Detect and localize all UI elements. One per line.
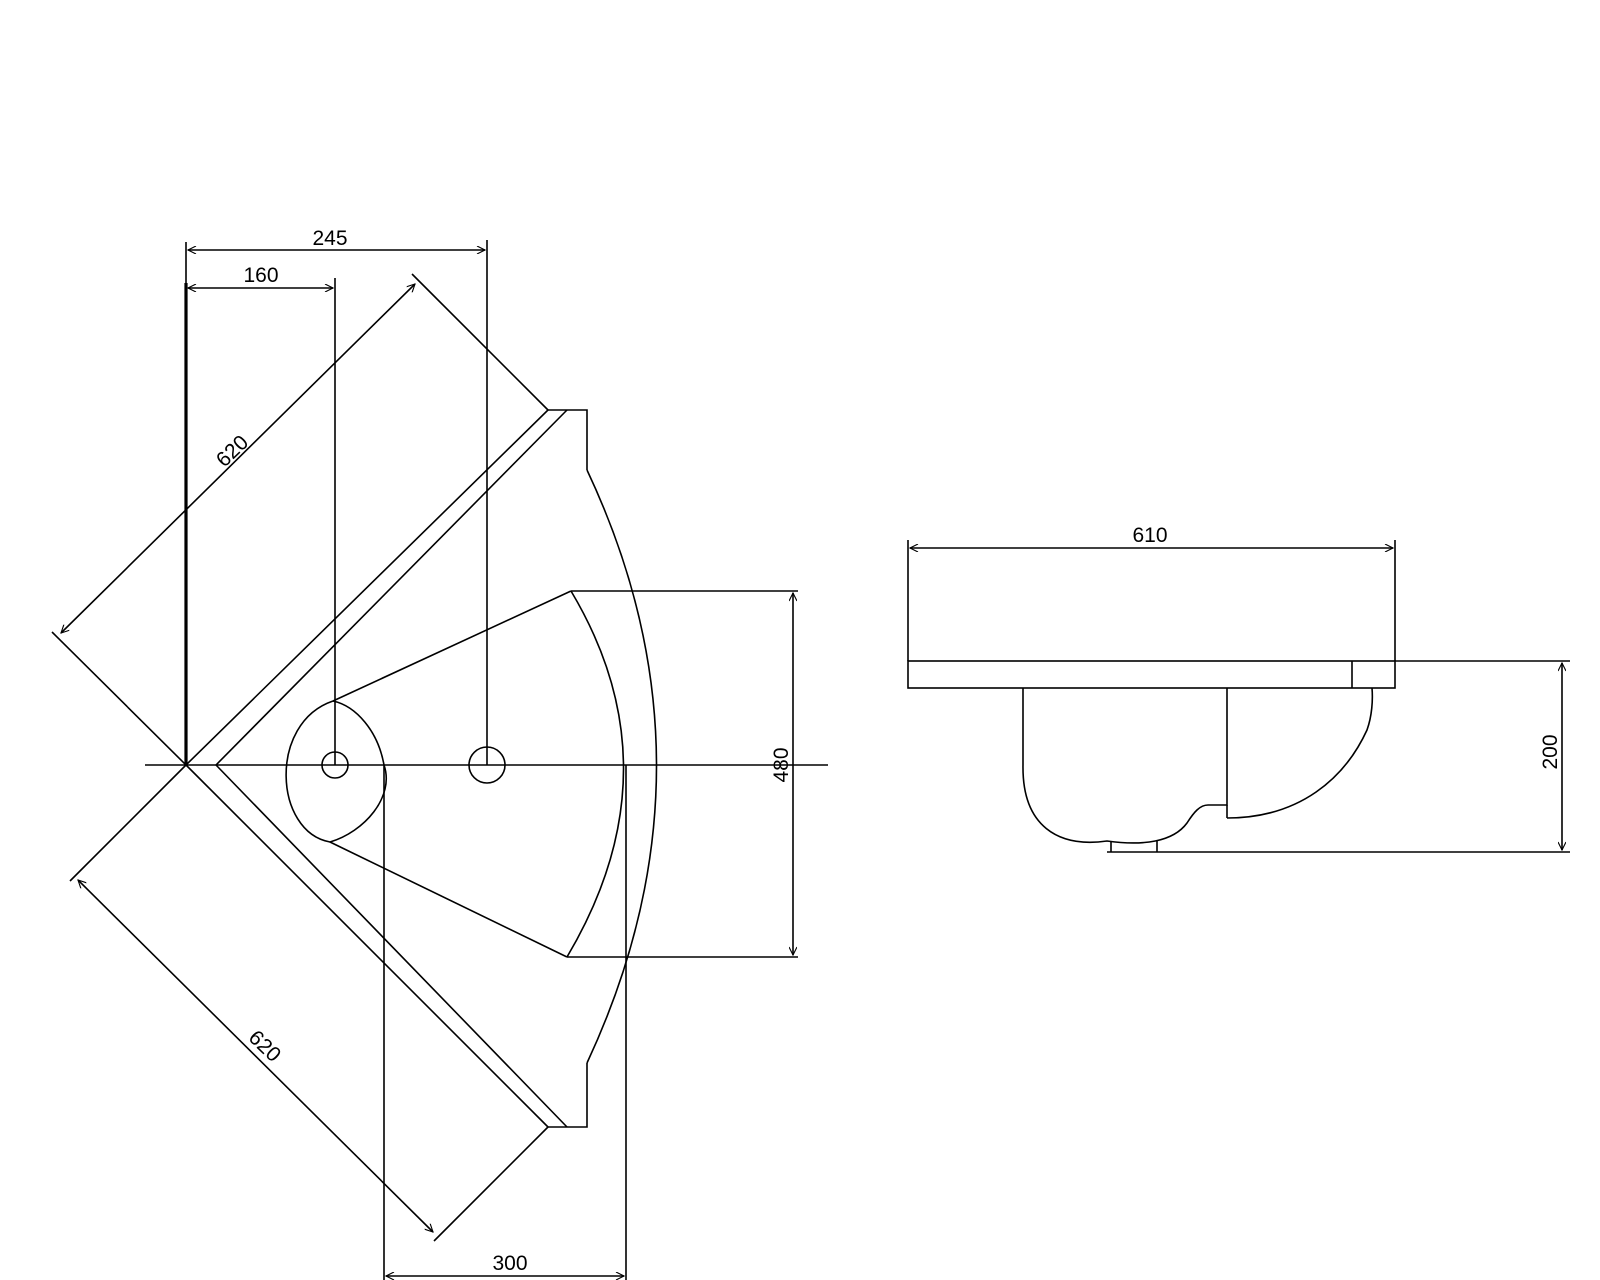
bowl-body-left xyxy=(1022,688,1228,844)
dim-160-label: 160 xyxy=(243,264,278,287)
side-view: 610 200 xyxy=(907,524,1570,853)
basin-top-slab xyxy=(907,660,1396,689)
dim-620-upper-ext-a xyxy=(51,631,187,766)
rim-edge-lower xyxy=(215,764,568,1128)
bowl-arc-back xyxy=(285,700,387,843)
basin-edge-upper xyxy=(185,409,549,766)
bowl-edge-lower xyxy=(329,841,568,958)
plan-view: 245 160 620 620 480 300 xyxy=(51,227,828,1280)
rim-edge-upper xyxy=(215,409,568,766)
rim-end-upper xyxy=(548,409,588,470)
dim-620-lower-label: 620 xyxy=(244,1026,285,1067)
bowl-edge-upper xyxy=(332,590,572,702)
front-arc-outer xyxy=(586,469,658,1064)
dim-620-lower-ext-a xyxy=(69,764,187,882)
bowl-arc-front xyxy=(566,590,625,958)
dim-610-label: 610 xyxy=(1132,524,1167,547)
dim-300-label: 300 xyxy=(492,1252,527,1275)
dim-245-label: 245 xyxy=(312,227,347,250)
dim-620-lower-line xyxy=(78,880,433,1232)
dim-620-upper-label: 620 xyxy=(212,431,253,472)
dim-620-lower-ext-b xyxy=(433,1126,549,1242)
rim-end-lower xyxy=(548,1063,588,1128)
dim-620-upper-ext-b xyxy=(411,273,549,411)
dim-200-label: 200 xyxy=(1539,734,1562,769)
dim-620-upper-line xyxy=(61,284,415,633)
dim-480-label: 480 xyxy=(770,747,793,782)
bowl-body-right xyxy=(1226,687,1374,819)
